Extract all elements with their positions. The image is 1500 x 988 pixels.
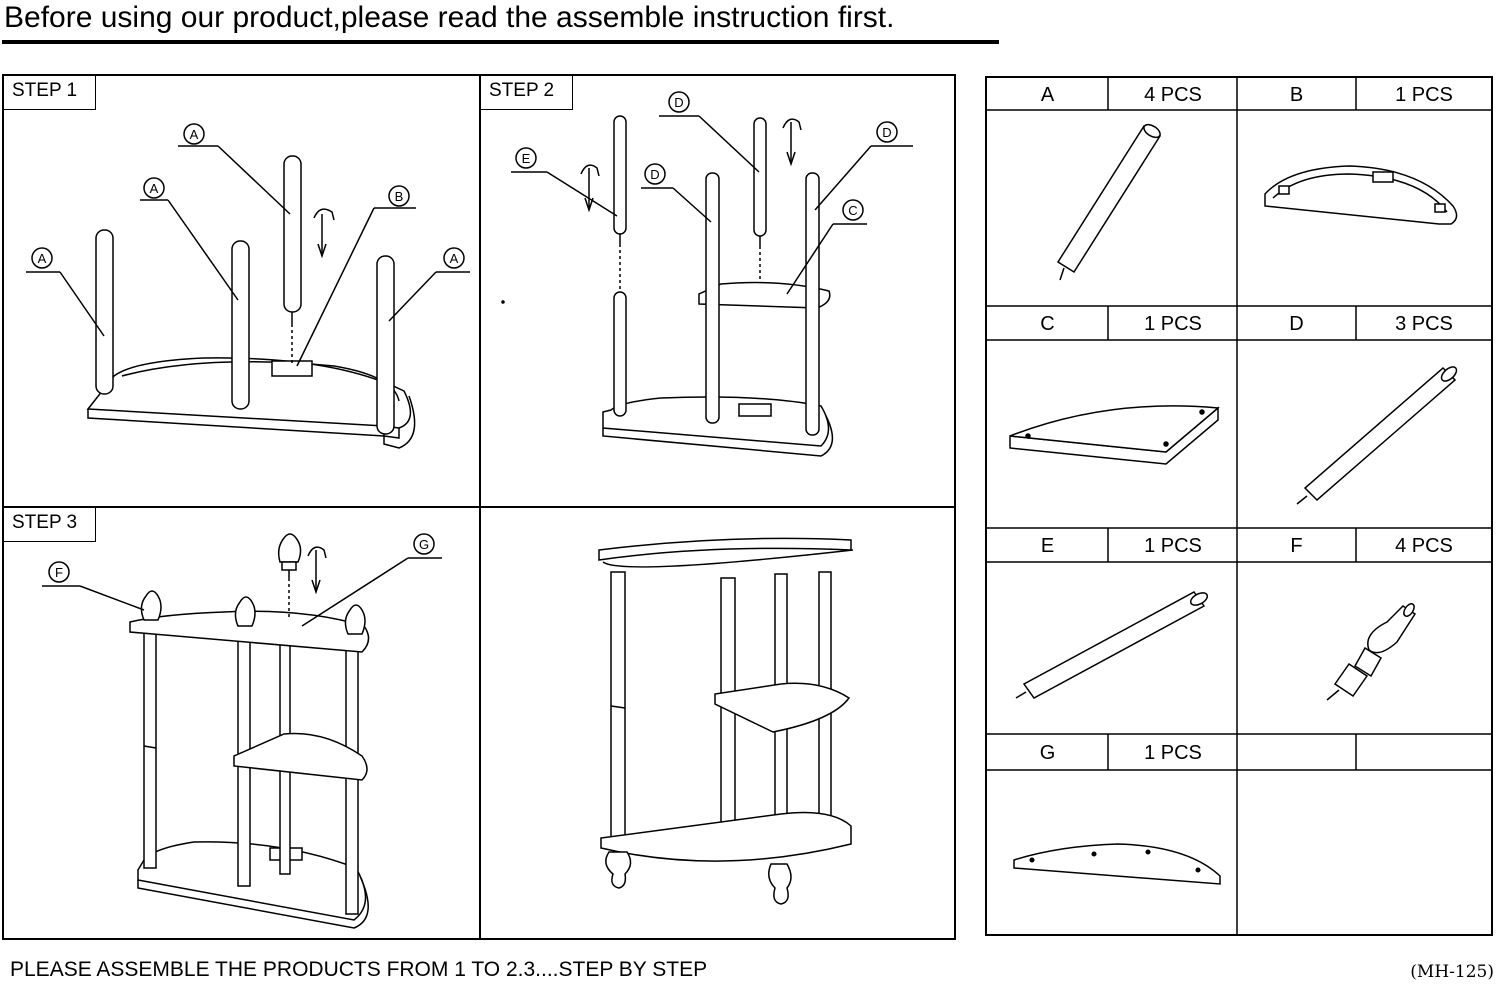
part-quantity: 4 PCS bbox=[1144, 84, 1202, 106]
part-letter: F bbox=[1290, 535, 1303, 557]
step-1-label: STEP 1 bbox=[4, 76, 96, 110]
page-title: Before using our product,please read the… bbox=[4, 1, 895, 34]
step-1-drawing: A A A B A bbox=[26, 123, 470, 449]
part-quantity: 1 PCS bbox=[1144, 742, 1202, 764]
part-letter: G bbox=[1039, 742, 1056, 764]
model-code: (MH-125) bbox=[1410, 962, 1494, 982]
part-letter: D bbox=[1289, 313, 1304, 335]
parts-grid-lines bbox=[985, 76, 1493, 936]
part-g-top-illustration bbox=[1013, 843, 1221, 885]
step-1-callout: A bbox=[150, 181, 159, 196]
step-1-callout: A bbox=[38, 251, 47, 266]
step-2-callout: D bbox=[882, 125, 891, 140]
step-2-callout: D bbox=[650, 167, 659, 182]
part-d-leg-illustration bbox=[1296, 366, 1458, 505]
parts-list bbox=[985, 76, 1493, 936]
part-letter: E bbox=[1040, 535, 1055, 557]
part-letter: C bbox=[1040, 313, 1055, 335]
assembly-note: PLEASE ASSEMBLE THE PRODUCTS FROM 1 TO 2… bbox=[10, 958, 708, 981]
step-2-callout: D bbox=[674, 95, 683, 110]
step-2-drawing: E D D D C bbox=[501, 91, 913, 457]
part-c-shelf-illustration bbox=[1009, 405, 1220, 465]
part-b-frame-illustration bbox=[1264, 165, 1458, 225]
part-letter: B bbox=[1289, 84, 1304, 106]
assembled-product-drawing bbox=[598, 537, 854, 905]
step-1-callout: B bbox=[395, 189, 404, 204]
step-1-callout: A bbox=[190, 127, 199, 142]
step-3-drawing: F G bbox=[42, 533, 442, 929]
step-3-callout: G bbox=[419, 537, 429, 552]
step-1-callout: A bbox=[450, 251, 459, 266]
part-quantity: 1 PCS bbox=[1395, 84, 1453, 106]
part-e-leg-illustration bbox=[1015, 591, 1209, 699]
part-f-finial-illustration bbox=[1326, 603, 1417, 701]
part-quantity: 4 PCS bbox=[1395, 535, 1453, 557]
part-quantity: 1 PCS bbox=[1144, 535, 1202, 557]
step-3-label: STEP 3 bbox=[4, 508, 96, 542]
step-2-callout: C bbox=[848, 203, 857, 218]
steps-horizontal-divider bbox=[2, 506, 956, 508]
step-2-label: STEP 2 bbox=[481, 76, 573, 110]
part-quantity: 1 PCS bbox=[1144, 313, 1202, 335]
part-a-leg-illustration bbox=[1056, 123, 1162, 281]
step-2-callout: E bbox=[522, 151, 531, 166]
part-quantity: 3 PCS bbox=[1395, 313, 1453, 335]
step-3-callout: F bbox=[55, 565, 63, 580]
title-underline bbox=[2, 40, 999, 44]
part-letter: A bbox=[1040, 84, 1055, 106]
